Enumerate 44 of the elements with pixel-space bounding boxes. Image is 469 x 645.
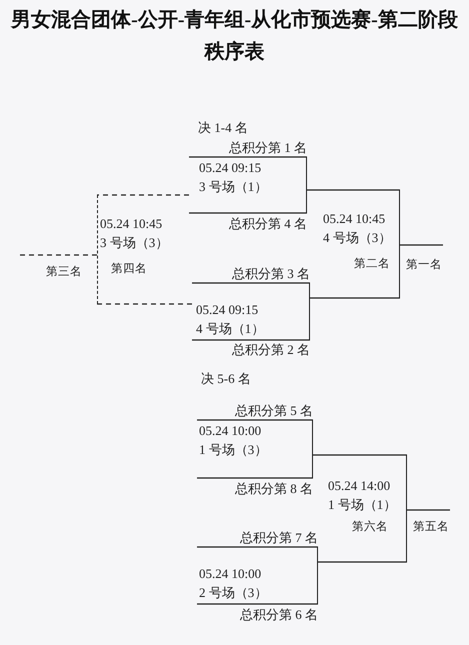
match-info: 05.24 09:15 3 号场（1） <box>199 159 268 196</box>
placing-label: 第五名 <box>413 520 449 535</box>
seed-label: 总积分第 6 名 <box>240 607 318 623</box>
bracket-line <box>197 477 313 479</box>
bracket-line <box>197 419 313 421</box>
placing-label: 第一名 <box>406 258 442 273</box>
section-heading: 决 5-6 名 <box>201 371 251 387</box>
placing-label: 第六名 <box>352 520 388 535</box>
match-info: 05.24 10:45 4 号场（3） <box>323 210 392 247</box>
bracket-connector <box>313 454 407 456</box>
bracket-connector <box>307 189 400 191</box>
match-info: 05.24 10:00 2 号场（3） <box>199 565 268 602</box>
section-heading: 决 1-4 名 <box>198 120 248 136</box>
match-info: 05.24 14:00 1 号场（1） <box>328 477 398 514</box>
bracket-line <box>407 509 450 511</box>
match-info: 05.24 10:45 3 号场（3） <box>100 215 170 252</box>
bracket-connector <box>310 297 400 299</box>
seed-label: 总积分第 4 名 <box>229 216 307 232</box>
title: 男女混合团体-公开-青年组-从化市预选赛-第二阶段秩序表 <box>10 8 459 65</box>
match-bracket <box>197 420 313 478</box>
seed-label: 总积分第 3 名 <box>232 266 310 282</box>
seed-label: 总积分第 1 名 <box>229 140 307 156</box>
bracket-line <box>197 603 318 605</box>
placing-label: 第二名 <box>354 256 390 272</box>
seed-label: 总积分第 8 名 <box>235 481 313 497</box>
bracket-connector <box>97 303 192 305</box>
bracket-connector <box>318 561 407 563</box>
bracket-line <box>192 282 310 284</box>
seed-label: 总积分第 7 名 <box>240 530 318 546</box>
seed-label: 总积分第 2 名 <box>232 342 310 358</box>
bracket-line <box>189 212 307 214</box>
match-bracket <box>197 547 318 604</box>
seed-label: 总积分第 5 名 <box>235 403 313 419</box>
match-info: 05.24 09:15 4 号场（1） <box>196 301 266 338</box>
bracket-line <box>192 339 310 341</box>
bracket-line <box>400 244 443 246</box>
placing-label: 第三名 <box>46 264 82 280</box>
match-bracket <box>320 190 400 298</box>
placing-label: 第四名 <box>111 262 147 277</box>
bracket-line <box>18 254 97 256</box>
bracket-line <box>189 156 307 158</box>
bracket-connector <box>97 194 189 196</box>
match-info: 05.24 10:00 1 号场（3） <box>199 422 268 459</box>
bracket-line <box>197 546 318 548</box>
